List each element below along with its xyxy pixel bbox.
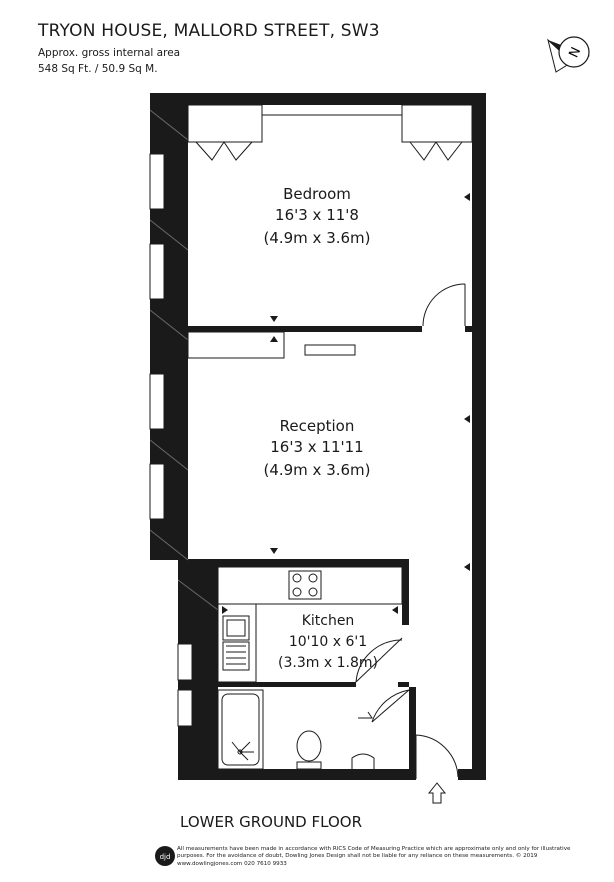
djd-logo-icon: djd <box>155 846 175 866</box>
kitchen-fittings <box>217 566 403 683</box>
bedroom-metric: (4.9m x 3.6m) <box>263 229 370 247</box>
property-title: TRYON HOUSE, MALLORD STREET, SW3 <box>38 21 380 41</box>
area-label: Approx. gross internal area <box>38 47 181 59</box>
measurement-markers <box>166 193 470 614</box>
kitchen-imperial: 10'10 x 6'1 <box>289 634 367 650</box>
area-value: 548 Sq Ft. / 50.9 Sq M. <box>38 63 158 75</box>
walls <box>150 93 486 780</box>
reception-metric: (4.9m x 3.6m) <box>263 461 370 479</box>
bathroom-fittings <box>217 689 410 770</box>
reception-imperial: 16'3 x 11'11 <box>270 438 363 456</box>
alcove-units <box>187 331 356 359</box>
kitchen-door <box>355 637 403 683</box>
windows <box>149 153 193 727</box>
bedroom-imperial: 16'3 x 11'8 <box>275 206 359 224</box>
wall-hatching <box>149 109 219 611</box>
logo-text: djd <box>160 853 171 861</box>
floor-label: LOWER GROUND FLOOR <box>180 813 362 831</box>
reception-name: Reception <box>280 417 355 435</box>
bedroom-door <box>422 283 466 327</box>
kitchen-metric: (3.3m x 1.8m) <box>278 655 378 671</box>
kitchen-name: Kitchen <box>302 613 355 629</box>
bedroom-name: Bedroom <box>283 185 351 203</box>
compass: N <box>547 36 590 73</box>
entrance-door <box>415 734 459 804</box>
disclaimer: All measurements have been made in accor… <box>177 846 571 867</box>
wardrobes <box>187 104 473 161</box>
